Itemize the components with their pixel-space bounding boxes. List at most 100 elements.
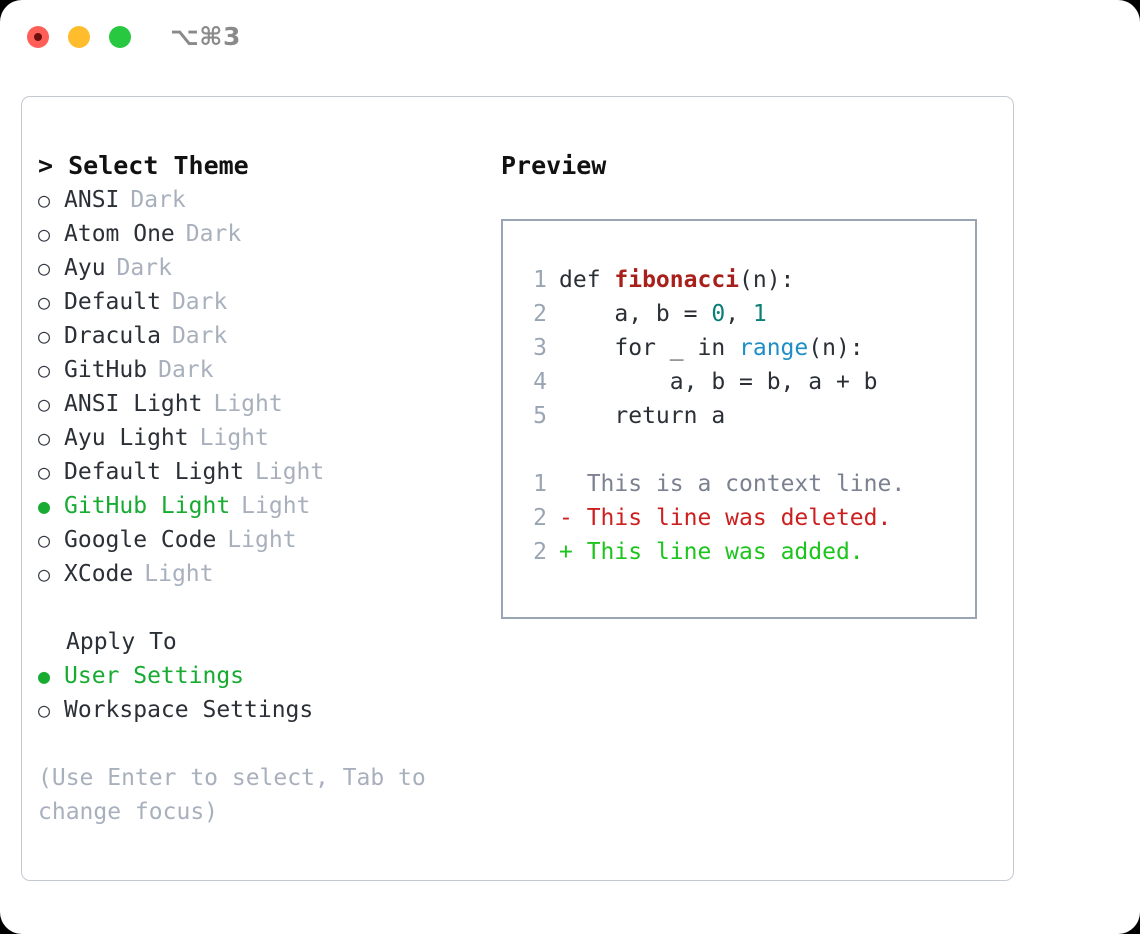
radio-unselected-icon: ○ (38, 460, 51, 484)
theme-variant-badge: Light (255, 459, 325, 485)
code-token-plain: def (559, 267, 615, 293)
line-number: 2 (533, 301, 547, 327)
close-icon[interactable] (27, 26, 49, 48)
theme-item-label: Ayu Light (64, 425, 189, 451)
theme-item-label: Atom One (64, 221, 175, 247)
apply-to-list[interactable]: ● User Settings ○Workspace Settings (38, 659, 488, 727)
code-token-function: fibonacci (614, 267, 740, 293)
theme-variant-badge: Dark (185, 221, 242, 247)
code-line: 5 return a (519, 399, 905, 433)
select-theme-header: > Select Theme (38, 151, 249, 180)
theme-item-xcode[interactable]: ○ XCode Light (38, 557, 488, 591)
radio-selected-icon: ● (38, 664, 51, 688)
radio-selected-icon: ● (38, 494, 51, 518)
keyboard-shortcut-label: ⌥⌘3 (170, 22, 241, 51)
radio-unselected-icon: ○ (38, 392, 51, 416)
theme-item-ayu-light[interactable]: ○ Ayu Light Light (38, 421, 488, 455)
theme-item-ayu[interactable]: ○ Ayu Dark (38, 251, 488, 285)
code-token-plain: a, b = (559, 301, 712, 327)
apply-to-option-workspace-settings[interactable]: ○Workspace Settings (38, 693, 488, 727)
apply-to-option-label: Workspace Settings (64, 697, 314, 723)
line-number: 4 (533, 369, 547, 395)
diff-text: This line was added. (572, 539, 864, 565)
code-token-number: 0 (711, 301, 726, 327)
radio-unselected-icon: ○ (38, 222, 51, 246)
minimize-icon[interactable] (68, 26, 90, 48)
radio-unselected-icon: ○ (38, 426, 51, 450)
zoom-icon[interactable] (109, 26, 131, 48)
theme-variant-badge: Light (227, 527, 297, 553)
theme-item-github[interactable]: ○ GitHub Dark (38, 353, 488, 387)
code-token-plain: , (725, 301, 753, 327)
diff-sign: - (559, 505, 573, 531)
radio-unselected-icon: ○ (38, 188, 51, 212)
code-token-plain: (n): (739, 267, 795, 293)
theme-item-label: ANSI Light (64, 391, 203, 417)
code-token-call: range (739, 335, 809, 361)
window-controls (27, 26, 131, 48)
theme-variant-badge: Light (199, 425, 269, 451)
theme-item-github-light[interactable]: ● GitHub Light Light (38, 489, 488, 523)
line-number: 2 (533, 505, 547, 531)
code-token-plain: a, b = b, a + b (559, 369, 878, 395)
theme-item-default-light[interactable]: ○ Default Light Light (38, 455, 488, 489)
diff-line-deleted: 2- This line was deleted. (519, 501, 905, 535)
radio-unselected-icon: ○ (38, 358, 51, 382)
line-number: 1 (533, 267, 547, 293)
line-number: 1 (533, 471, 547, 497)
preview-header: Preview (501, 151, 607, 180)
diff-line-added: 2+ This line was added. (519, 535, 905, 569)
theme-variant-badge: Light (213, 391, 283, 417)
code-token-plain: for _ in (559, 335, 740, 361)
code-line: 1 def fibonacci(n): (519, 263, 905, 297)
code-line: 4 a, b = b, a + b (519, 365, 905, 399)
code-diff-separator (519, 433, 905, 467)
code-token-plain: return a (559, 403, 726, 429)
code-token-plain: (n): (808, 335, 864, 361)
theme-item-label: Dracula (64, 323, 161, 349)
theme-item-label: Ayu (64, 255, 106, 281)
theme-item-google-code[interactable]: ○ Google Code Light (38, 523, 488, 557)
theme-item-label: GitHub (64, 357, 148, 383)
radio-unselected-icon: ○ (38, 256, 51, 280)
theme-variant-badge: Dark (171, 323, 228, 349)
theme-variant-badge: Dark (158, 357, 214, 383)
radio-unselected-icon: ○ (38, 528, 51, 552)
theme-variant-badge: Dark (171, 289, 228, 315)
theme-item-label: GitHub Light (64, 493, 231, 519)
line-number: 3 (533, 335, 547, 361)
diff-line-context: 1 This is a context line. (519, 467, 905, 501)
radio-unselected-icon: ○ (38, 324, 51, 348)
theme-item-default[interactable]: ○ Default Dark (38, 285, 488, 319)
theme-item-dracula[interactable]: ○ Dracula Dark (38, 319, 488, 353)
line-number: 2 (533, 539, 547, 565)
line-number: 5 (533, 403, 547, 429)
code-line: 3 for _ in range(n): (519, 331, 905, 365)
radio-unselected-icon: ○ (38, 290, 51, 314)
theme-item-label: ANSI (64, 187, 120, 213)
apply-to-option-label: User Settings (64, 663, 245, 689)
theme-item-label: Default Light (64, 459, 245, 485)
diff-text: This line was deleted. (572, 505, 892, 531)
theme-item-label: Google Code (64, 527, 217, 553)
diff-sign (559, 467, 573, 501)
theme-variant-badge: Light (144, 561, 214, 587)
theme-variant-badge: Light (241, 493, 311, 519)
apply-to-option-user-settings[interactable]: ● User Settings (38, 659, 488, 693)
theme-item-label: XCode (64, 561, 134, 587)
code-token-number: 1 (752, 301, 767, 327)
radio-unselected-icon: ○ (38, 562, 51, 586)
keyboard-hint-text: (Use Enter to select, Tab to change focu… (38, 765, 440, 825)
theme-item-ansi-light[interactable]: ○ ANSI Light Light (38, 387, 488, 421)
theme-item-label: Default (64, 289, 161, 315)
theme-item-atom-one[interactable]: ○ Atom One Dark (38, 217, 488, 251)
theme-variant-badge: Dark (116, 255, 172, 281)
